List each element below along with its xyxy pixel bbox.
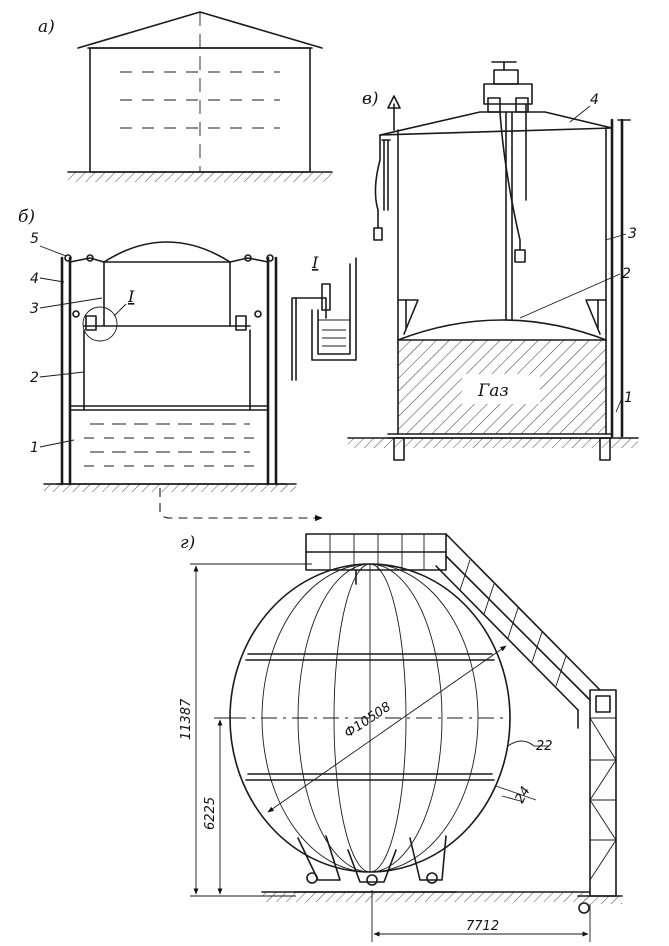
- callout-3v: 3: [628, 226, 637, 242]
- detail-i: I: [291, 253, 357, 381]
- panel-b-label: б): [18, 207, 35, 227]
- callout-1: 1: [30, 440, 39, 456]
- panel-a-label: а): [38, 17, 55, 37]
- panel-v-label: в): [362, 89, 379, 109]
- detail-mark: I: [127, 287, 135, 306]
- height-total-label: 11387: [179, 698, 194, 740]
- gas-label: Газ: [477, 381, 509, 401]
- callout-2: 2: [30, 370, 39, 386]
- callout-2v: 2: [622, 266, 631, 282]
- dim-24-label: 24: [512, 784, 533, 806]
- width-offset-label: 7712: [466, 919, 499, 934]
- callout-5: 5: [30, 231, 39, 247]
- height-center-label: 6225: [203, 797, 218, 830]
- roller: [64, 254, 72, 262]
- callout-4v: 4: [590, 92, 599, 108]
- panel-g-label: г): [180, 533, 195, 553]
- water: [84, 423, 256, 467]
- dim-22-label: 22: [536, 739, 553, 754]
- diameter-label: Ф10508: [342, 699, 394, 741]
- panel-g: г) Ф10508: [179, 533, 623, 942]
- staircase: [435, 533, 617, 897]
- panel-a: а): [38, 11, 333, 182]
- panel-b: б) I: [18, 207, 357, 522]
- callout-3: 3: [30, 301, 39, 317]
- callout-4: 4: [30, 271, 39, 287]
- panel-v: в): [347, 61, 639, 461]
- detail-circle: [82, 306, 118, 342]
- ground: [68, 172, 332, 182]
- detail-title: I: [311, 253, 319, 272]
- top-cap: [483, 83, 533, 105]
- callout-1v: 1: [624, 390, 633, 406]
